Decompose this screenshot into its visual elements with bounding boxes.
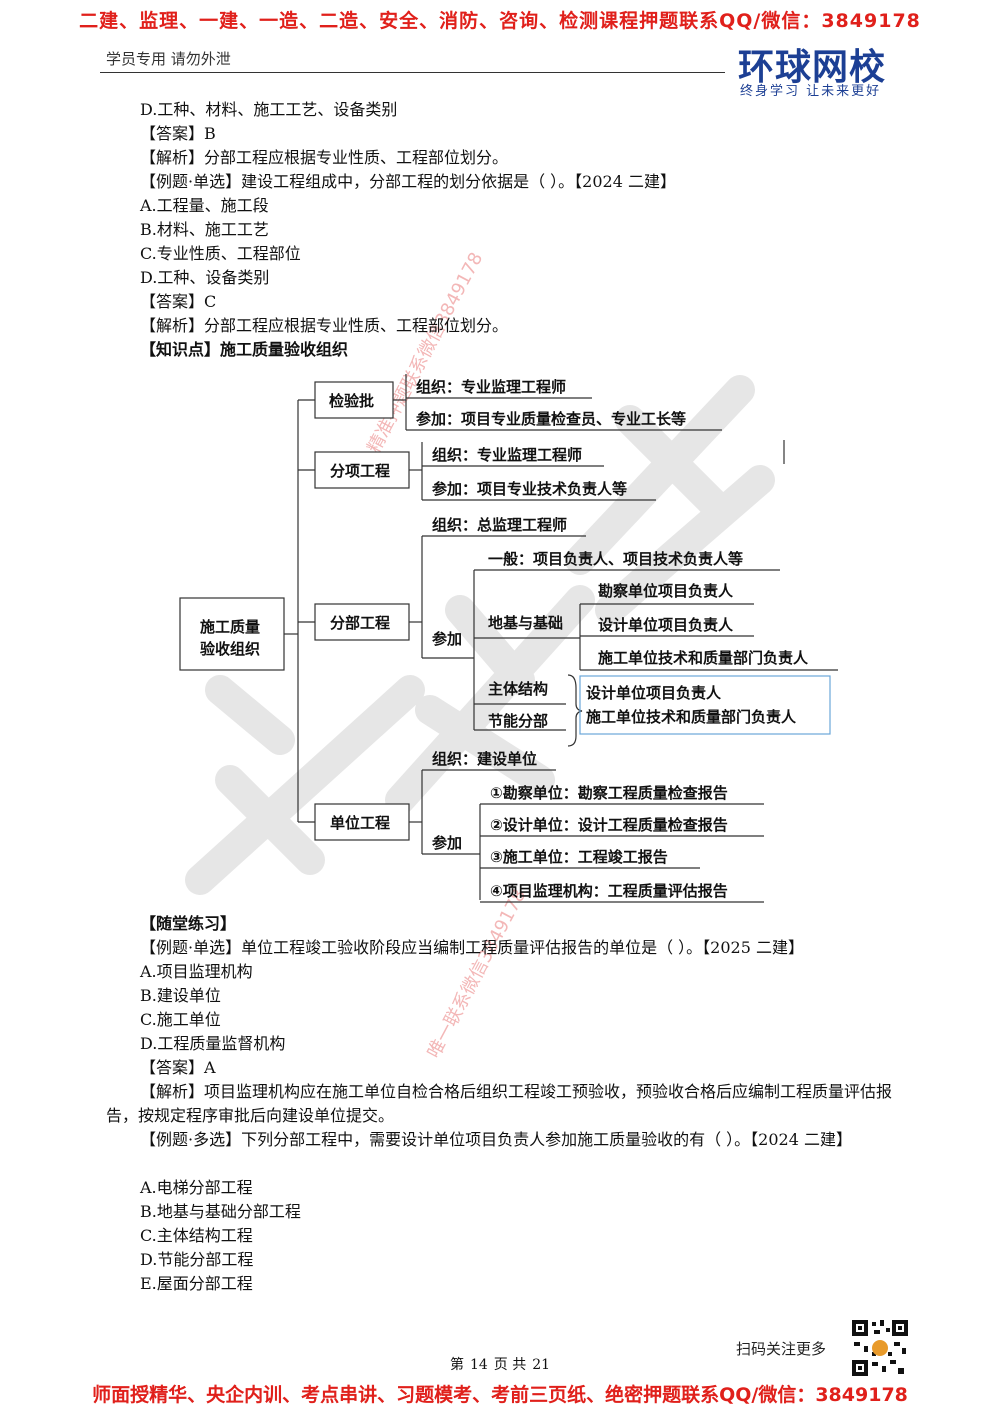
q1-option-b: B.建设单位 (140, 986, 221, 1005)
knowledge-point-title: 【知识点】施工质量验收组织 (140, 340, 349, 359)
jianyanpi-org: 组织：专业监理工程师 (416, 378, 566, 396)
fenbu-org: 组织：总监理工程师 (432, 516, 567, 534)
analysis-prev: 【解析】分部工程应根据专业性质、工程部位划分。 (140, 148, 509, 167)
node-fenxiang: 分项工程 (330, 462, 390, 480)
header-divider (100, 72, 725, 73)
root-line-1: 施工质量 (200, 618, 260, 636)
q1-option-d: D.工程质量监督机构 (140, 1034, 286, 1053)
practice-q1: 【例题·单选】单位工程竣工验收阶段应当编制工程质量评估报告的单位是（ ）。【20… (140, 938, 804, 957)
foundation-label: 地基与基础 (488, 614, 563, 632)
practice-title: 【随堂练习】 (140, 914, 237, 933)
fenxiang-join: 参加：项目专业技术负责人等 (432, 480, 627, 498)
energy-label: 节能分部 (488, 712, 548, 730)
fenbu-join-label: 参加 (432, 630, 462, 648)
foundation-item-3: 施工单位技术和质量部门负责人 (598, 649, 809, 667)
q1-option-a: A.项目监理机构 (140, 962, 253, 981)
option-b: B.材料、施工工艺 (140, 220, 269, 239)
structure-item-1: 设计单位项目负责人 (586, 684, 722, 702)
answer: 【答案】C (140, 292, 217, 311)
logo-slogan: 终身学习 让未来更好 (740, 84, 882, 99)
node-fenbu: 分部工程 (330, 614, 390, 632)
jianyanpi-join: 参加：项目专业质量检查员、专业工长等 (416, 410, 686, 428)
scan-text: 扫码关注更多 (736, 1340, 827, 1358)
danwei-item-2: ②设计单位：设计工程质量检查报告 (490, 816, 728, 834)
q2-option-d: D.节能分部工程 (140, 1250, 254, 1269)
option-a: A.工程量、施工段 (140, 196, 269, 215)
analysis: 【解析】分部工程应根据专业性质、工程部位划分。 (140, 316, 509, 335)
main-structure-label: 主体结构 (488, 680, 548, 698)
q2-option-b: B.地基与基础分部工程 (140, 1202, 301, 1221)
qr-code-icon[interactable] (850, 1318, 910, 1378)
node-jianyanpi: 检验批 (329, 392, 374, 410)
question-2024: 【例题·单选】建设工程组成中，分部工程的划分依据是（ ）。【2024 二建】 (140, 172, 676, 191)
fenbu-general: 一般：项目负责人、项目技术负责人等 (488, 550, 743, 568)
q2-option-a: A.电梯分部工程 (140, 1178, 253, 1197)
node-danwei: 单位工程 (330, 814, 390, 832)
watermark-text-2: 唯一联系微信3849178 (423, 885, 531, 1062)
q2-option-c: C.主体结构工程 (140, 1226, 253, 1245)
foundation-item-1: 勘察单位项目负责人 (598, 582, 734, 600)
danwei-join-label: 参加 (432, 834, 462, 852)
q1-analysis: 【解析】项目监理机构应在施工单位自检合格后组织工程竣工预验收，预验收合格后应编制… (106, 1082, 893, 1125)
logo: 环球网校 (738, 47, 887, 88)
option-d-prev: D.工种、材料、施工工艺、设备类别 (140, 100, 398, 119)
top-banner: 二建、监理、一建、一造、二造、安全、消防、咨询、检测课程押题联系QQ/微信：38… (79, 10, 921, 32)
fenxiang-org: 组织：专业监理工程师 (432, 446, 582, 464)
practice-q2: 【例题·多选】下列分部工程中，需要设计单位项目负责人参加施工质量验收的有（ ）。… (140, 1130, 852, 1149)
danwei-item-4: ④项目监理机构：工程质量评估报告 (490, 882, 728, 900)
header-left-text: 学员专用 请勿外泄 (106, 50, 231, 68)
structure-item-2: 施工单位技术和质量部门负责人 (586, 708, 797, 726)
bottom-banner: 师面授精华、央企内训、考点串讲、习题模考、考前三页纸、绝密押题联系QQ/微信：3… (92, 1384, 908, 1406)
option-d: D.工种、设备类别 (140, 268, 270, 287)
foundation-item-2: 设计单位项目负责人 (598, 616, 734, 634)
root-line-2: 验收组织 (200, 640, 260, 658)
danwei-item-3: ③施工单位：工程竣工报告 (490, 848, 668, 866)
danwei-item-1: ①勘察单位：勘察工程质量检查报告 (490, 784, 728, 802)
quality-acceptance-diagram: 施工质量 验收组织 检验批 分项工程 分部工程 单位工程 组织：专业监理工程师 … (179, 374, 838, 903)
q1-option-c: C.施工单位 (140, 1010, 221, 1029)
answer-prev: 【答案】B (140, 124, 216, 143)
danwei-org: 组织：建设单位 (432, 750, 537, 768)
q2-option-e: E.屋面分部工程 (140, 1274, 253, 1293)
option-c: C.专业性质、工程部位 (140, 244, 301, 263)
q1-answer: 【答案】A (140, 1058, 216, 1077)
